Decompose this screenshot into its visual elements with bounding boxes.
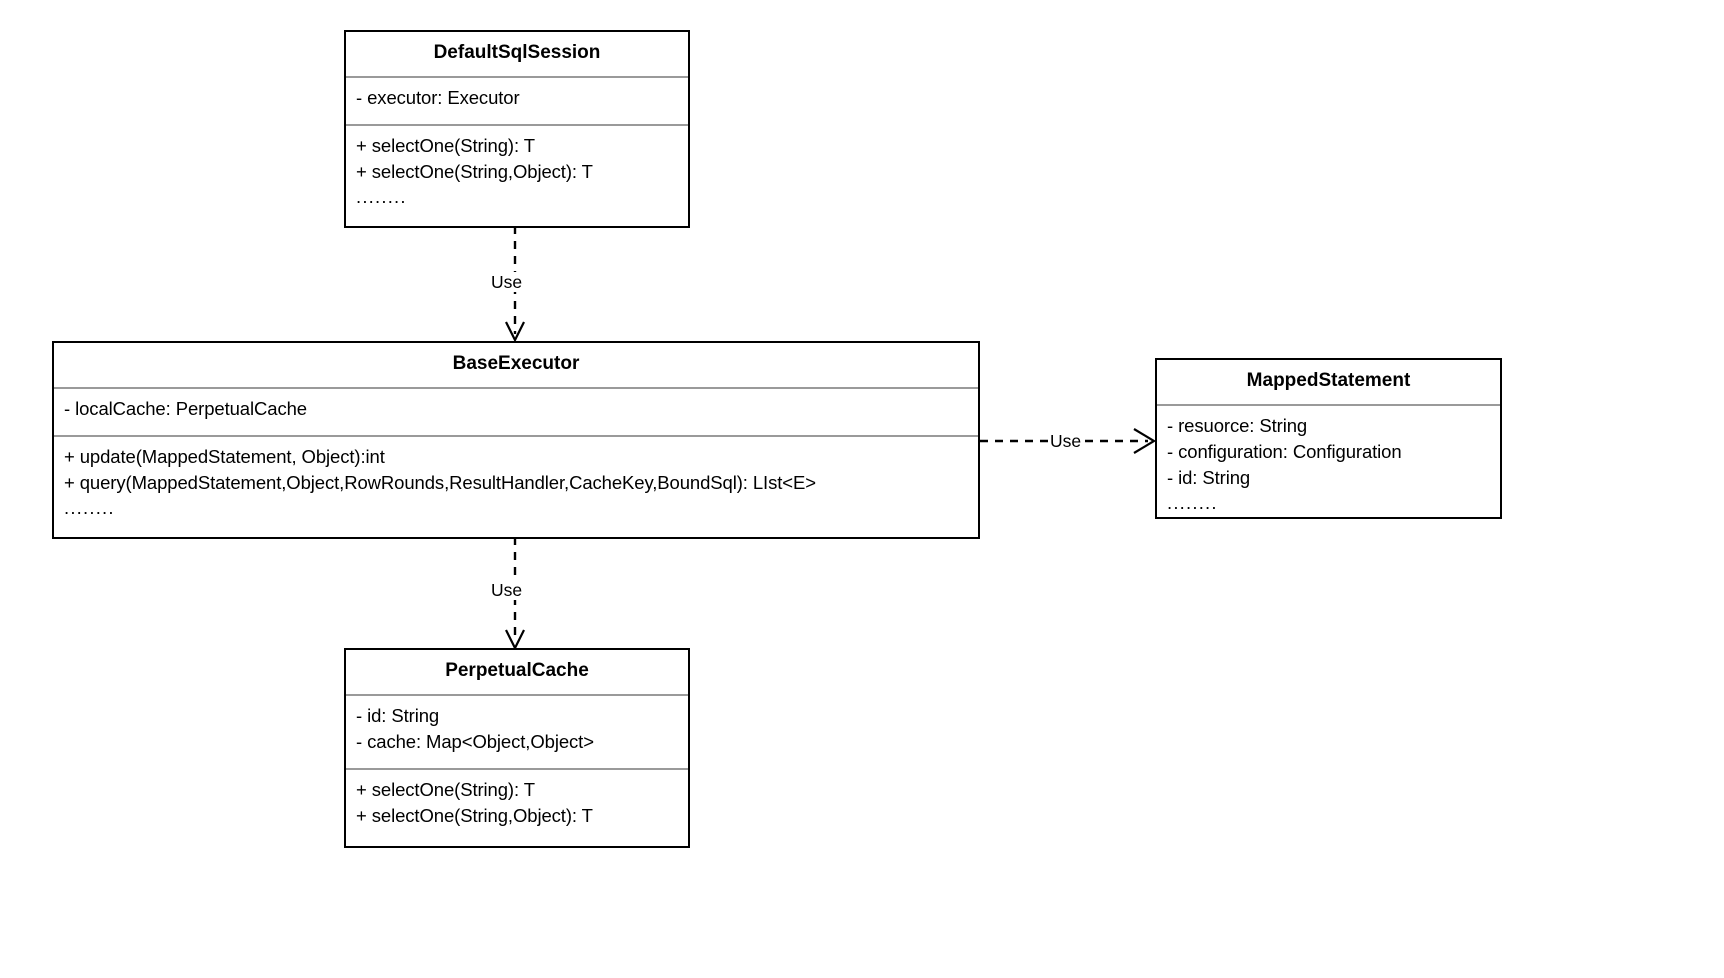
class-title-perpetual-cache: PerpetualCache <box>445 660 589 681</box>
edge-label-session-to-executor: Use <box>489 272 525 292</box>
attribute-row: - id: String <box>356 705 440 726</box>
method-row: + selectOne(String): T <box>356 779 535 800</box>
class-title-default-sql-session: DefaultSqlSession <box>433 42 601 63</box>
method-row: + query(MappedStatement,Object,RowRounds… <box>64 472 816 493</box>
class-methods-default-sql-session: + selectOne(String): T + selectOne(Strin… <box>346 124 688 218</box>
edge-executor-to-mappedstatement <box>980 423 1160 459</box>
method-row-ellipsis: ........ <box>356 186 407 207</box>
edge-label-executor-to-cache: Use <box>489 580 525 600</box>
method-row: + update(MappedStatement, Object):int <box>64 446 385 467</box>
attribute-row: - resuorce: String <box>1167 415 1308 436</box>
method-row: + selectOne(String,Object): T <box>356 805 593 826</box>
edge-executor-to-mappedstatement-line <box>980 428 1157 454</box>
class-methods-base-executor: + update(MappedStatement, Object):int + … <box>54 435 978 529</box>
attribute-row: - executor: Executor <box>356 87 520 108</box>
class-methods-perpetual-cache: + selectOne(String): T + selectOne(Strin… <box>346 768 688 838</box>
attribute-row: - cache: Map<Object,Object> <box>356 731 594 752</box>
class-box-mapped-statement[interactable]: MappedStatement - resuorce: String - con… <box>1155 358 1502 519</box>
edge-label-executor-to-mappedstatement: Use <box>1048 431 1084 451</box>
class-box-perpetual-cache[interactable]: PerpetualCache - id: String - cache: Map… <box>344 648 690 848</box>
class-title-mapped-statement: MappedStatement <box>1246 370 1411 391</box>
attribute-row: - localCache: PerpetualCache <box>64 398 307 419</box>
edge-session-to-executor <box>498 226 534 346</box>
attribute-row: - configuration: Configuration <box>1167 441 1402 462</box>
edge-session-to-executor-line <box>505 226 525 343</box>
class-attributes-default-sql-session: - executor: Executor <box>346 76 688 124</box>
class-box-default-sql-session[interactable]: DefaultSqlSession - executor: Executor +… <box>344 30 690 228</box>
class-attributes-base-executor: - localCache: PerpetualCache <box>54 387 978 435</box>
method-row: + selectOne(String): T <box>356 135 535 156</box>
class-box-base-executor[interactable]: BaseExecutor - localCache: PerpetualCach… <box>52 341 980 539</box>
class-attributes-perpetual-cache: - id: String - cache: Map<Object,Object> <box>346 694 688 768</box>
method-row-ellipsis: ........ <box>64 497 115 518</box>
method-row: + selectOne(String,Object): T <box>356 161 593 182</box>
class-title-base-executor: BaseExecutor <box>452 353 580 374</box>
class-attributes-mapped-statement: - resuorce: String - configuration: Conf… <box>1157 404 1500 524</box>
attribute-row-ellipsis: ........ <box>1167 492 1218 513</box>
attribute-row: - id: String <box>1167 467 1251 488</box>
